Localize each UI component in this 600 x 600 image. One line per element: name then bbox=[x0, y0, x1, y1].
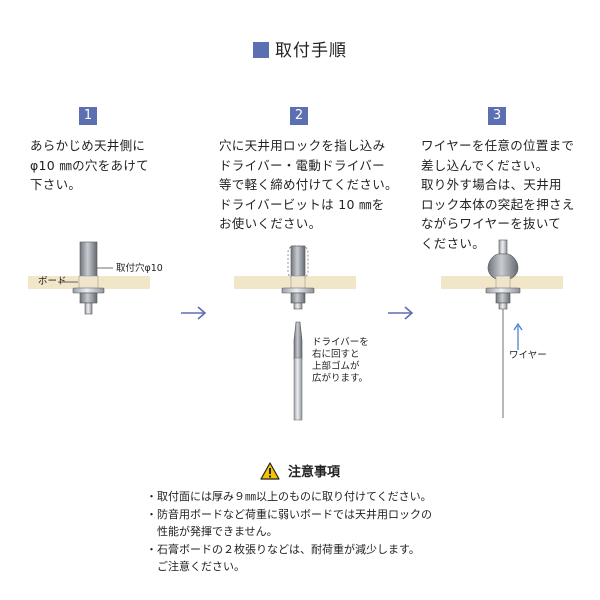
title-square-icon bbox=[253, 42, 269, 58]
step-3-text: ワイヤーを任意の位置まで 差し込んでください。 取り外す場合は、天井用 ロック本… bbox=[421, 138, 575, 251]
lock-flange bbox=[72, 287, 105, 294]
step-1-number: 1 bbox=[79, 107, 97, 125]
step-3-number: 3 bbox=[488, 107, 506, 125]
lock-flange bbox=[281, 287, 315, 294]
arrow-right-icon-2 bbox=[388, 306, 414, 320]
caution-notes: ・取付面には厚み９㎜以上のものに取り付けてください。 ・防音用ボードなど荷重に弱… bbox=[146, 488, 432, 576]
step-3-diagram bbox=[441, 239, 563, 418]
board-label: ボード bbox=[38, 276, 67, 287]
driver-bit bbox=[293, 321, 303, 361]
step-1-text: あらかじめ天井側に φ10 ㎜の穴をあけて 下さい。 bbox=[30, 138, 149, 192]
lock-body bbox=[79, 241, 98, 279]
warning-triangle-icon bbox=[260, 462, 280, 480]
arrow-right-icon-1 bbox=[181, 306, 207, 320]
driver-shaft bbox=[293, 357, 303, 421]
lock-flange bbox=[485, 287, 521, 294]
caution-note: ・石膏ボードの２枚張りなどは、耐荷重が減少します。 bbox=[146, 542, 420, 556]
caution-note: ご注意ください。 bbox=[146, 560, 245, 573]
lock-body bbox=[290, 245, 306, 279]
step-2-text: 穴に天井用ロックを指し込み ドライバー・電動ドライバー 等で軽く締め付けてくださ… bbox=[219, 138, 398, 231]
hole-label: 取付穴φ10 bbox=[116, 263, 163, 274]
caution-note: 性能が発揮できません。 bbox=[146, 525, 278, 538]
expanded-rubber bbox=[487, 253, 519, 280]
driver-note: ドライバーを 右に回すと 上部ゴムが 広がります。 bbox=[312, 337, 369, 384]
step-2-diagram bbox=[234, 245, 356, 421]
wire-label: ワイヤー bbox=[509, 350, 547, 361]
step-2-number: 2 bbox=[290, 107, 308, 125]
page-title: 取付手順 bbox=[0, 36, 600, 61]
caution-note: ・取付面には厚み９㎜以上のものに取り付けてください。 bbox=[146, 490, 432, 503]
step-1-diagram bbox=[28, 241, 150, 315]
caution-note: ・防音用ボードなど荷重に弱いボードでは天井用ロックの bbox=[146, 507, 432, 521]
caution-heading: 注意事項 bbox=[0, 461, 600, 480]
